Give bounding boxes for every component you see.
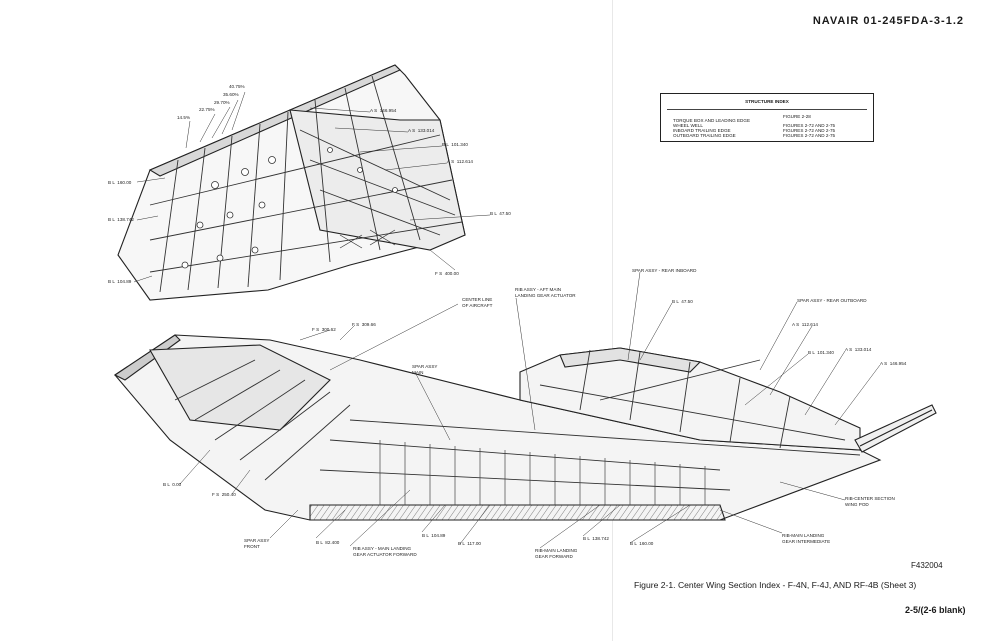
callout-label: 40.75% bbox=[229, 84, 245, 89]
callout-label: A S 146.954 bbox=[880, 361, 907, 366]
index-figure: FIGURE 2-28 bbox=[783, 114, 811, 119]
callout-leader-lines bbox=[133, 91, 881, 549]
right-inboard-frame bbox=[519, 347, 861, 451]
page-number: 2-5/(2-6 blank) bbox=[905, 605, 966, 615]
callout-label: B L 104.89 bbox=[108, 279, 132, 284]
structure-index-title: STRUCTURE INDEX bbox=[745, 99, 789, 104]
callout-label: B L 0.00 bbox=[163, 482, 182, 487]
index-region: OUTBOARD TRAILING EDGE bbox=[673, 133, 736, 138]
callout-label: A S 112.614 bbox=[792, 322, 818, 327]
index-region: WHEEL WELL bbox=[673, 123, 703, 128]
callout-label: SPAR ASSY - REAR INBOARD bbox=[632, 268, 697, 273]
callout-label: B L 47.50 bbox=[672, 299, 693, 304]
center-section-stiffeners bbox=[379, 440, 706, 505]
upper-panel-x-braces bbox=[339, 229, 396, 249]
callout-label: 22.75% bbox=[199, 107, 215, 112]
structure-index-rule bbox=[667, 109, 867, 110]
callout-label: B L 138.742 bbox=[108, 217, 134, 222]
callout-label: A S 112.614 bbox=[447, 159, 473, 164]
callout-label: A S 146.954 bbox=[370, 108, 397, 113]
upper-panel-lightening-holes bbox=[181, 147, 398, 269]
callout-label: CENTER LINE OF AIRCRAFT bbox=[462, 297, 493, 308]
callout-label: F S 400.00 bbox=[435, 271, 459, 276]
callout-label: B L 160.00 bbox=[630, 541, 654, 546]
index-figure: FIGURES 2-72 AND 2-75 bbox=[783, 123, 836, 128]
callout-label: B L 104.89 bbox=[422, 533, 446, 538]
callout-label: RIB ASSY - AFT MAIN LANDING GEAR ACTUATO… bbox=[515, 287, 576, 298]
callout-label: SPAR ASSY - REAR OUTBOARD bbox=[797, 298, 867, 303]
center-section-body bbox=[113, 334, 882, 521]
callout-label: RIB ASSY - MAIN LANDING GEAR ACTUATOR FO… bbox=[353, 546, 417, 557]
figure-caption: Figure 2-1. Center Wing Section Index - … bbox=[634, 580, 917, 590]
outboard-spar-extension bbox=[854, 404, 937, 453]
index-region: TORQUE BOX AND LEADING EDGE bbox=[673, 118, 751, 123]
callout-label: F S 300.62 bbox=[312, 327, 336, 332]
document-id: NAVAIR 01-245FDA-3-1.2 bbox=[812, 15, 964, 27]
callout-label: B L 138.742 bbox=[583, 536, 609, 541]
callout-label: RIB-CENTER SECTION WING POD bbox=[845, 496, 895, 507]
callout-label: A S 133.014 bbox=[408, 128, 435, 133]
page-fold bbox=[612, 0, 613, 641]
callout-label: 29.70% bbox=[214, 100, 230, 105]
callout-label: RIB-MAIN LANDING GEAR FORWARD bbox=[535, 548, 578, 559]
index-figure: FIGURES 2-72 AND 2-75 bbox=[783, 128, 836, 133]
callout-label: B L 101.340 bbox=[442, 142, 468, 147]
callout-label: B L 101.340 bbox=[808, 350, 834, 355]
right-frame-ribs bbox=[539, 349, 846, 449]
callout-label: 35.60% bbox=[223, 92, 239, 97]
callout-label: F S 250.40 bbox=[212, 492, 236, 497]
figure-code: F432004 bbox=[911, 561, 943, 570]
callout-label: B L 47.50 bbox=[490, 211, 511, 216]
structure-index-table: STRUCTURE INDEX FIGURE 2-28 TORQUE BOX A… bbox=[660, 93, 874, 142]
callout-label: SPAR ASSY FRONT bbox=[244, 538, 270, 549]
callout-label: B L 82.400 bbox=[316, 540, 340, 545]
index-figure: FIGURES 2-72 AND 2-75 bbox=[783, 133, 836, 138]
upper-panel-ribs bbox=[149, 75, 463, 293]
callout-label: A S 133.014 bbox=[845, 347, 872, 352]
callout-label: B L 160.00 bbox=[108, 180, 132, 185]
callout-label: RIB-MAIN LANDING GEAR INTERMEDIATE bbox=[782, 533, 831, 544]
callout-label: SPAR ASSY MAIN bbox=[412, 364, 438, 375]
callout-label: F S 309.66 bbox=[352, 322, 376, 327]
callout-label: B L 117.00 bbox=[458, 541, 481, 546]
index-region: INBOARD TRAILING EDGE bbox=[673, 128, 731, 133]
callout-label: 14.5% bbox=[177, 115, 191, 120]
